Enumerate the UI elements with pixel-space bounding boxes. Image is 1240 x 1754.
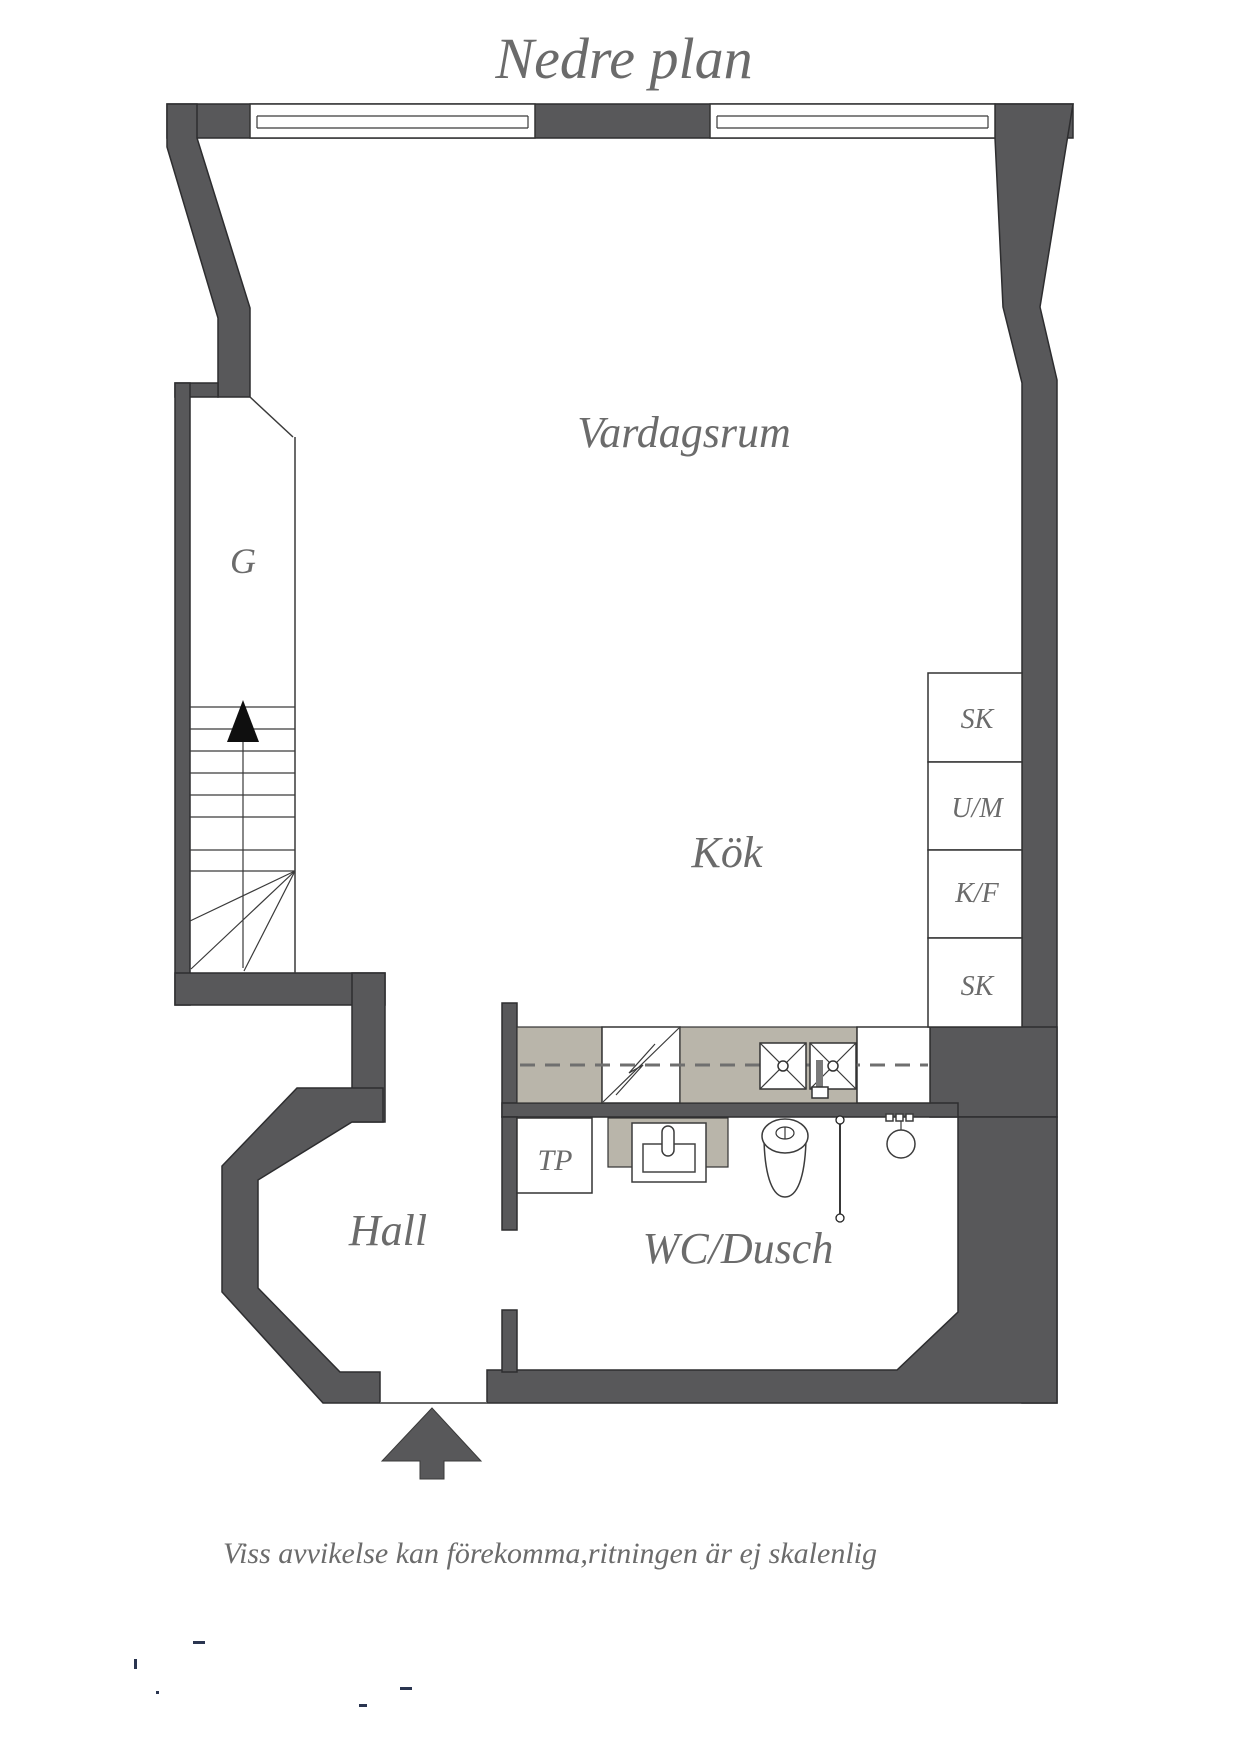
scan-artifacts (134, 1641, 412, 1707)
shower-head-icon (885, 1113, 916, 1159)
hall-left-wall (221, 1087, 384, 1404)
appliance-box-sk-bottom (927, 937, 1023, 1028)
window-left (249, 103, 536, 139)
room-label-hall: Hall (348, 1206, 427, 1255)
sink-faucet-base (811, 1086, 829, 1099)
appliance-label-sk-top: SK (961, 704, 995, 735)
bathroom-fixtures: TP (516, 1113, 916, 1223)
dishwasher-zigzag (615, 1043, 656, 1096)
room-label-bathroom: WC/Dusch (643, 1224, 834, 1273)
hall-top-wall-limb (351, 972, 386, 1123)
labels: Nedre plan Vardagsrum G Kök Hall WC/Dusc… (223, 26, 877, 1570)
closet-left-wall (174, 382, 191, 1006)
washbasin-faucet (661, 1125, 675, 1157)
appliance-label-kf: K/F (954, 878, 999, 909)
tp-cabinet (516, 1117, 593, 1194)
footer-disclaimer: Viss avvikelse kan förekomma,ritningen ä… (223, 1537, 877, 1570)
dishwasher-diagonal (602, 1027, 680, 1103)
room-label-kitchen: Kök (691, 828, 764, 877)
appliance-box-um (927, 761, 1023, 851)
closet-front-line (249, 396, 294, 438)
tp-label: TP (537, 1144, 572, 1177)
sink-faucet (816, 1060, 823, 1092)
counter-section-right (856, 1026, 931, 1104)
staircase (189, 396, 296, 973)
appliance-label-um: U/M (951, 793, 1004, 824)
toilet-bowl (763, 1139, 807, 1198)
window-right (709, 103, 996, 139)
room-label-closet: G (230, 541, 256, 581)
entrance-arrow-icon (380, 1407, 483, 1480)
appliance-box-sk-top (927, 672, 1023, 763)
wc-left-door-stub (501, 1309, 518, 1373)
appliance-box-kf (927, 849, 1023, 939)
appliance-label-sk-bottom: SK (961, 971, 995, 1002)
left-slanted-wall (166, 103, 251, 398)
kitchen-wall-stub (501, 1002, 518, 1118)
stairs-up-arrow-icon (227, 700, 259, 742)
kitchen-counter (516, 1026, 931, 1104)
windows (249, 103, 996, 139)
appliance-column: SK U/M K/F SK (927, 672, 1023, 1028)
sink-basin-left (759, 1042, 807, 1090)
bottom-wall (486, 1116, 1058, 1404)
page-title: Nedre plan (494, 26, 752, 91)
entrance (380, 1402, 487, 1480)
room-label-living: Vardagsrum (577, 408, 791, 457)
wc-left-wall (501, 1116, 518, 1231)
shower-curtain (835, 1115, 845, 1223)
